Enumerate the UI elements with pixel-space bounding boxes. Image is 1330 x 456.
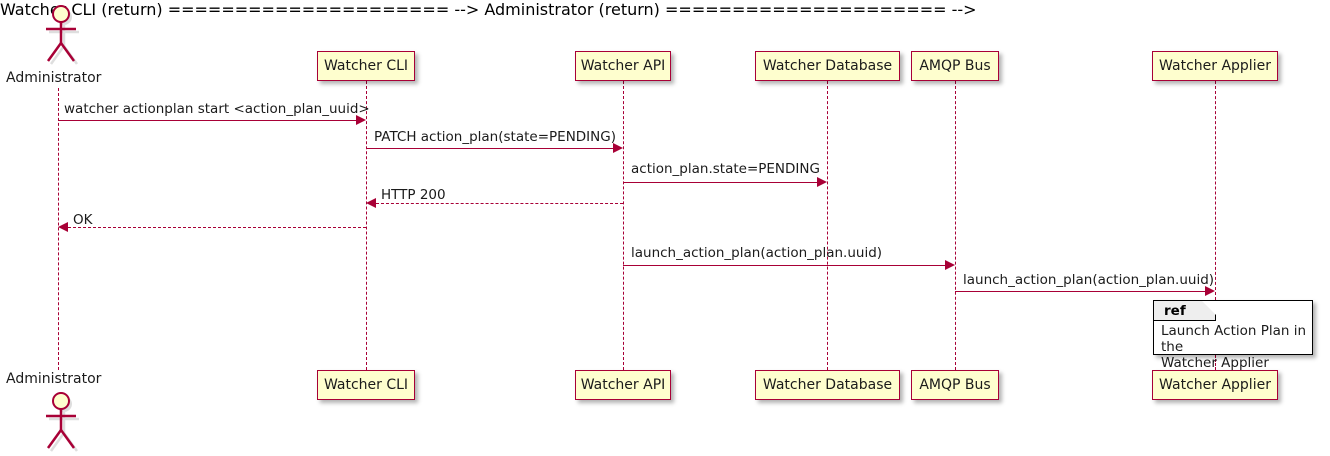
participant-watcher-cli-top[interactable]: Watcher CLI [317, 51, 415, 81]
actor-administrator-bottom[interactable] [30, 389, 86, 456]
message-line-6 [623, 265, 945, 266]
message-line-4 [376, 203, 623, 204]
actor-label-administrator-top: Administrator [6, 70, 102, 86]
ref-fragment-text-line-2: Watcher Applier [1161, 355, 1269, 371]
participant-watcher-applier-top[interactable]: Watcher Applier [1152, 51, 1278, 81]
participant-label: Watcher Applier [1159, 58, 1271, 74]
participant-watcher-database-bottom[interactable]: Watcher Database [755, 370, 900, 400]
message-arrowhead-7 [1205, 286, 1215, 296]
lifeline-watcher-api [623, 81, 624, 370]
stick-figure-icon [46, 5, 79, 65]
actor-administrator-top[interactable] [30, 2, 86, 70]
message-arrowhead-6 [945, 260, 955, 270]
participant-label: Watcher API [580, 58, 666, 74]
participant-watcher-applier-bottom[interactable]: Watcher Applier [1152, 370, 1278, 400]
message-arrowhead-3 [817, 177, 827, 187]
lifeline-watcher-cli [366, 81, 367, 370]
message-line-2 [366, 148, 613, 149]
message-arrowhead-2 [613, 143, 623, 153]
actor-label-administrator-bottom: Administrator [6, 371, 102, 387]
participant-label: Watcher Applier [1159, 377, 1271, 393]
participant-label: Watcher CLI [323, 58, 409, 74]
message-arrowhead-5 [58, 222, 68, 232]
message-line-3 [623, 182, 817, 183]
participant-label: AMQP Bus [919, 58, 991, 74]
participant-watcher-cli-bottom[interactable]: Watcher CLI [317, 370, 415, 400]
ref-fragment-text-line-1: Launch Action Plan in the [1161, 323, 1307, 355]
message-line-5 [68, 227, 366, 228]
ref-fragment-tab-label: ref [1164, 302, 1186, 319]
message-label-5: OK [73, 212, 93, 228]
message-label-6: launch_action_plan(action_plan.uuid) [631, 245, 883, 261]
participant-label: Watcher API [580, 377, 666, 393]
ref-fragment-tab: ref [1154, 301, 1216, 321]
lifeline-watcher-applier [1215, 81, 1216, 300]
message-label-4: HTTP 200 [381, 187, 446, 203]
ref-fragment[interactable]: ref Launch Action Plan in the Watcher Ap… [1153, 300, 1313, 371]
stick-figure-icon [46, 392, 79, 452]
message-arrowhead-1 [356, 115, 366, 125]
message-label-1: watcher actionplan start <action_plan_uu… [64, 101, 370, 117]
message-label-3: action_plan.state=PENDING [631, 161, 820, 177]
message-arrowhead-4 [366, 198, 376, 208]
lifeline-watcher-applier-lower [1215, 355, 1216, 370]
participant-watcher-database-top[interactable]: Watcher Database [755, 51, 900, 81]
message-line-1 [58, 120, 356, 121]
lifeline-watcher-database [827, 81, 828, 370]
participant-watcher-api-top[interactable]: Watcher API [575, 51, 671, 81]
participant-label: Watcher Database [762, 377, 893, 393]
lifeline-amqp-bus [955, 81, 956, 370]
participant-label: Watcher Database [762, 58, 893, 74]
message-line-7 [955, 291, 1205, 292]
participant-label: Watcher CLI [323, 377, 409, 393]
participant-watcher-api-bottom[interactable]: Watcher API [575, 370, 671, 400]
participant-amqp-bus-top[interactable]: AMQP Bus [911, 51, 999, 81]
participant-label: AMQP Bus [919, 377, 991, 393]
participant-amqp-bus-bottom[interactable]: AMQP Bus [911, 370, 999, 400]
message-label-7: launch_action_plan(action_plan.uuid) [963, 272, 1215, 288]
ref-fragment-text: Launch Action Plan in the Watcher Applie… [1161, 323, 1308, 371]
message-label-2: PATCH action_plan(state=PENDING) [374, 129, 616, 145]
